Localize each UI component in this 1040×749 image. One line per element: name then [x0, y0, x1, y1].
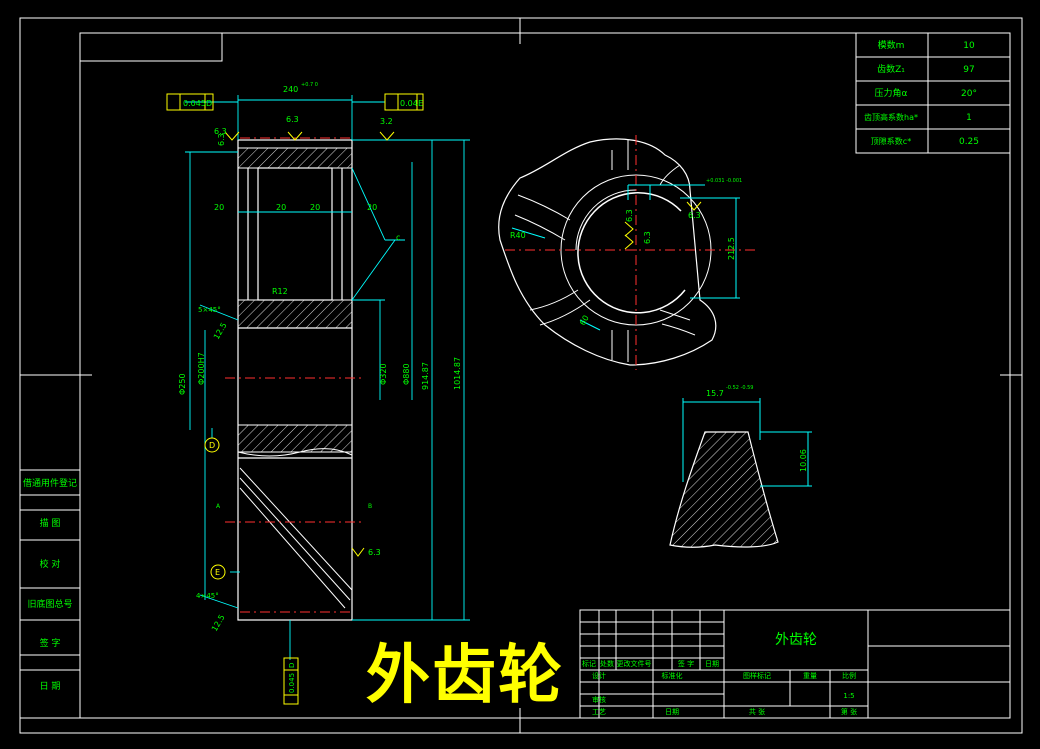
- side-strip-label: 校 对: [40, 558, 61, 570]
- param-value: 1: [966, 113, 972, 123]
- designer-label: 设计: [592, 671, 606, 680]
- param-value: 20°: [961, 89, 977, 99]
- side-strip-label: 描 图: [40, 517, 61, 529]
- params-table: [855, 32, 1011, 154]
- tooth-view: 15.7 -0.52 -0.59 10.06: [669, 385, 812, 548]
- side-strip-label: 借通用件登记: [23, 477, 77, 489]
- keyway-tol: +0.031 -0.001: [706, 178, 742, 184]
- checker-label: 审核: [592, 695, 606, 704]
- param-value: 97: [963, 65, 974, 75]
- overlay-title: 外齿轮: [366, 639, 564, 713]
- break-outline: [498, 138, 717, 366]
- tol-bottom: 0.045: [288, 673, 296, 693]
- r40-label: R40: [510, 231, 526, 240]
- dia-914: 914.87: [421, 362, 430, 390]
- tol-left: 0.045: [183, 99, 206, 108]
- title-block-text: 外齿轮 标记 处数 更改文件号 签 字 日期 设计 标准化 审核 工艺 日期 图…: [582, 632, 857, 716]
- chamfer-top-val: 12.5: [212, 321, 229, 341]
- side-strip-label: 旧底图总号: [27, 598, 72, 610]
- rough-lower: 6.3: [368, 548, 381, 557]
- side-view: R40 212.5 +0.031 -0.001 6.3 6.3 6.3 60: [498, 135, 755, 370]
- tol-right-datum: E: [418, 99, 423, 108]
- side-strip-label: 日 期: [40, 681, 61, 692]
- dia-bore: Φ200H7: [197, 352, 206, 385]
- datum-d: D: [209, 441, 215, 450]
- sheet-page: 第 张: [841, 707, 857, 716]
- rough-top: 6.3: [286, 115, 299, 124]
- dim-20: 20: [276, 203, 286, 212]
- dim-width-tol: +0.7 0: [301, 82, 318, 88]
- chord-tol: -0.52 -0.59: [726, 385, 753, 391]
- label-b: B: [368, 503, 372, 510]
- rev-header: 签 字: [678, 659, 694, 668]
- datum-e: E: [215, 568, 220, 577]
- drawing-frame: [19, 17, 1023, 734]
- dim-20: 20: [310, 203, 320, 212]
- param-label: 齿数Z₁: [877, 63, 905, 75]
- dia-250: Φ250: [178, 373, 187, 395]
- process-label: 工艺: [592, 708, 606, 716]
- label-r12: R12: [272, 287, 288, 296]
- tol-right: 0.04: [400, 99, 418, 108]
- param-label: 模数m: [878, 39, 905, 51]
- rough-side-3: 6.3: [643, 231, 652, 244]
- dim-2125: 212.5: [727, 237, 736, 260]
- param-value: 10: [963, 41, 975, 51]
- dim-20: 20: [367, 203, 377, 212]
- chamfer-bot: 4×45°: [196, 592, 219, 600]
- chord-height: 10.06: [799, 449, 808, 472]
- scale-label: 比例: [842, 671, 856, 680]
- chamfer-top: 5×45°: [198, 306, 221, 314]
- rev-header: 处数: [600, 659, 614, 668]
- label-c: c: [396, 233, 400, 242]
- main-view: 240 +0.7 0 0.045 D 0.04 E 6.3 6.3 3.2 6.…: [166, 82, 470, 705]
- side-strip: [19, 469, 81, 719]
- dia-880: Φ880: [402, 363, 411, 385]
- rough-left: 6.3: [214, 127, 227, 136]
- tol-bottom-datum: D: [288, 663, 296, 668]
- rough-side-2: 6.3: [625, 209, 634, 222]
- date-label: 日期: [665, 708, 679, 716]
- sheet-total: 共 张: [749, 707, 765, 716]
- side-strip-labels: 借通用件登记 描 图 校 对 旧底图总号 签 字 日 期: [23, 477, 77, 692]
- weight-label: 重量: [803, 672, 817, 680]
- rough-right: 3.2: [380, 117, 393, 126]
- standard-label: 标准化: [662, 671, 683, 680]
- dim-60: 60: [578, 314, 591, 327]
- param-label: 顶隙系数c*: [871, 136, 911, 146]
- dia-1014: 1014.87: [453, 357, 462, 390]
- scale-value: 1:5: [843, 692, 854, 700]
- stage-mark-label: 图样标记: [743, 671, 771, 680]
- tol-left-datum: D: [206, 99, 212, 108]
- dim-width: 240: [283, 85, 298, 94]
- params-table-text: 模数m 10 齿数Z₁ 97 压力角α 20° 齿顶高系数ha* 1 顶隙系数c…: [864, 39, 979, 147]
- dia-320: Φ320: [379, 363, 388, 385]
- rough-left-val-rot: 6.3: [217, 133, 226, 146]
- dim-20: 20: [214, 203, 224, 212]
- chamfer-bot-val: 12.5: [210, 613, 227, 633]
- param-label: 齿顶高系数ha*: [864, 112, 918, 122]
- rev-header: 标记: [582, 659, 596, 668]
- label-a: A: [216, 503, 221, 510]
- part-name: 外齿轮: [775, 632, 817, 648]
- title-block: [579, 609, 1011, 719]
- chord-thk: 15.7: [706, 389, 724, 398]
- param-value: 0.25: [959, 137, 979, 147]
- side-strip-label: 签 字: [40, 637, 61, 649]
- param-label: 压力角α: [875, 87, 908, 99]
- rough-side-1: 6.3: [688, 211, 701, 220]
- rev-header: 更改文件号: [617, 659, 652, 668]
- rev-header: 日期: [705, 660, 719, 668]
